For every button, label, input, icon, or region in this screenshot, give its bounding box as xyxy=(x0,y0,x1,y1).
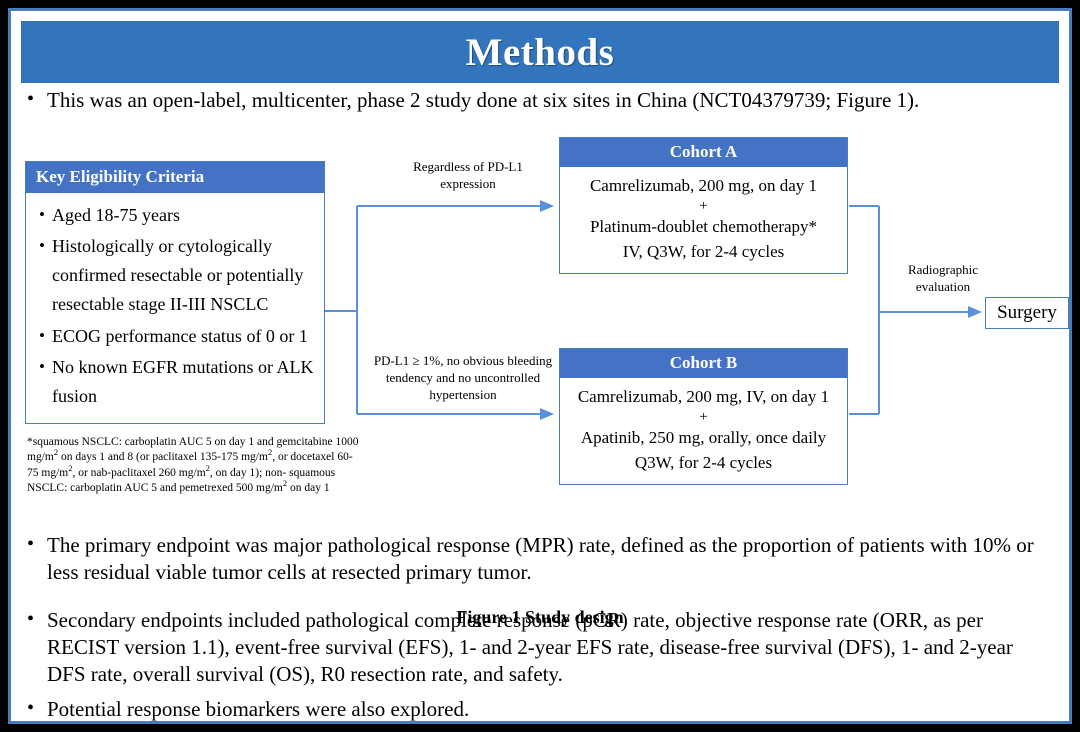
connector-label-regardless: Regardless of PD-L1 expression xyxy=(413,159,523,191)
eligibility-criteria-card: Key Eligibility Criteria • Aged 18-75 ye… xyxy=(25,161,325,425)
footnote-line3-b: on day 1 xyxy=(287,482,330,495)
bullet-dot-icon: • xyxy=(27,608,35,630)
endpoint-bullet-primary: • The primary endpoint was major patholo… xyxy=(27,532,1053,586)
footnote-line2-c: , or nab-paclitaxel 260 mg/m xyxy=(72,466,206,479)
cohort-b-header: Cohort B xyxy=(560,349,847,378)
endpoint-bullet-secondary: • Secondary endpoints included pathologi… xyxy=(27,607,1053,688)
footnote-line3-a: squamous NSCLC: carboplatin AUC 5 and pe… xyxy=(27,466,336,495)
endpoint-bullet-text: The primary endpoint was major pathologi… xyxy=(47,533,1034,584)
bullet-dot-icon: • xyxy=(27,533,35,555)
footnote-line1-a: *squamous NSCLC: carboplatin AUC 5 on da… xyxy=(27,436,359,464)
bullet-dot-icon: • xyxy=(27,697,35,719)
cohort-b-plus: + xyxy=(699,408,708,425)
endpoint-bullet-biomarkers: • Potential response biomarkers were als… xyxy=(27,696,1053,721)
list-item: • No known EGFR mutations or ALK fusion xyxy=(32,353,316,411)
slide-title-banner: Methods xyxy=(21,21,1059,83)
slide-canvas: Methods • This was an open-label, multic… xyxy=(8,8,1072,724)
cohort-b-card: Cohort B Camrelizumab, 200 mg, IV, on da… xyxy=(559,348,848,485)
cohort-b-line-2: Apatinib, 250 mg, orally, once daily xyxy=(580,427,827,447)
intro-bullet-text: This was an open-label, multicenter, pha… xyxy=(47,88,920,112)
eligibility-criteria-list: • Aged 18-75 years • Histologically or c… xyxy=(26,193,324,423)
cohort-a-line-3: IV, Q3W, for 2-4 cycles xyxy=(622,242,785,261)
bullet-dot-icon: • xyxy=(27,88,35,110)
endpoint-bullet-text: Secondary endpoints included pathologica… xyxy=(47,608,1013,686)
cohort-b-body: Camrelizumab, 200 mg, IV, on day 1 + Apa… xyxy=(560,378,847,484)
list-item: • Histologically or cytologically confir… xyxy=(32,232,316,319)
figure-caption: Figure 1 Study design xyxy=(456,607,624,627)
list-item: • ECOG performance status of 0 or 1 xyxy=(32,322,316,351)
surgery-card: Surgery xyxy=(985,297,1069,329)
connector-label-radiographic: Radiographic evaluation xyxy=(907,262,979,294)
cohort-a-line-1: Camrelizumab, 200 mg, on day 1 xyxy=(589,176,818,195)
cohort-a-card: Cohort A Camrelizumab, 200 mg, on day 1 … xyxy=(559,137,848,274)
cohort-a-header: Cohort A xyxy=(560,138,847,167)
footnote-line2-d: , on day 1); non- xyxy=(209,466,287,479)
bullet-dot-icon: • xyxy=(39,236,45,256)
page-title: Methods xyxy=(465,30,615,74)
chemotherapy-footnote: *squamous NSCLC: carboplatin AUC 5 on da… xyxy=(27,435,361,497)
eligibility-item-text: ECOG performance status of 0 or 1 xyxy=(52,325,308,346)
study-design-figure: Key Eligibility Criteria • Aged 18-75 ye… xyxy=(11,123,1069,627)
endpoint-bullet-text: Potential response biomarkers were also … xyxy=(47,697,470,721)
cohort-b-line-3: Q3W, for 2-4 cycles xyxy=(634,453,773,472)
footnote-superscript: 2 xyxy=(267,447,273,458)
bullet-dot-icon: • xyxy=(39,325,45,345)
footnote-superscript: 2 xyxy=(53,447,59,458)
connector-label-pdl1: PD-L1 ≥ 1%, no obvious bleeding tendency… xyxy=(373,353,553,402)
bullet-dot-icon: • xyxy=(39,205,45,224)
eligibility-item-text: Aged 18-75 years xyxy=(52,205,180,225)
footnote-line1-b: on days 1 and 8 (or xyxy=(58,451,150,464)
surgery-label: Surgery xyxy=(997,302,1057,323)
cohort-b-line-1: Camrelizumab, 200 mg, IV, on day 1 xyxy=(577,387,830,406)
footnote-superscript: 2 xyxy=(68,462,73,473)
footnote-line2-b: , or docetaxel 60-75 mg/m xyxy=(27,451,353,479)
cohort-a-line-2: Platinum-doublet chemotherapy* xyxy=(589,216,818,236)
footnote-superscript: 2 xyxy=(205,462,210,473)
cohort-a-body: Camrelizumab, 200 mg, on day 1 + Platinu… xyxy=(560,167,847,273)
footnote-line2-a: paclitaxel 135-175 mg/m xyxy=(152,451,268,464)
cohort-a-plus: + xyxy=(699,197,708,214)
bullet-dot-icon: • xyxy=(39,356,45,376)
intro-bullet: • This was an open-label, multicenter, p… xyxy=(27,87,1057,114)
eligibility-card-header: Key Eligibility Criteria xyxy=(26,162,324,193)
eligibility-item-text: No known EGFR mutations or ALK fusion xyxy=(52,356,314,406)
footnote-superscript: 2 xyxy=(282,478,288,489)
list-item: • Aged 18-75 years xyxy=(32,201,316,230)
eligibility-item-text: Histologically or cytologically confirme… xyxy=(52,236,304,315)
